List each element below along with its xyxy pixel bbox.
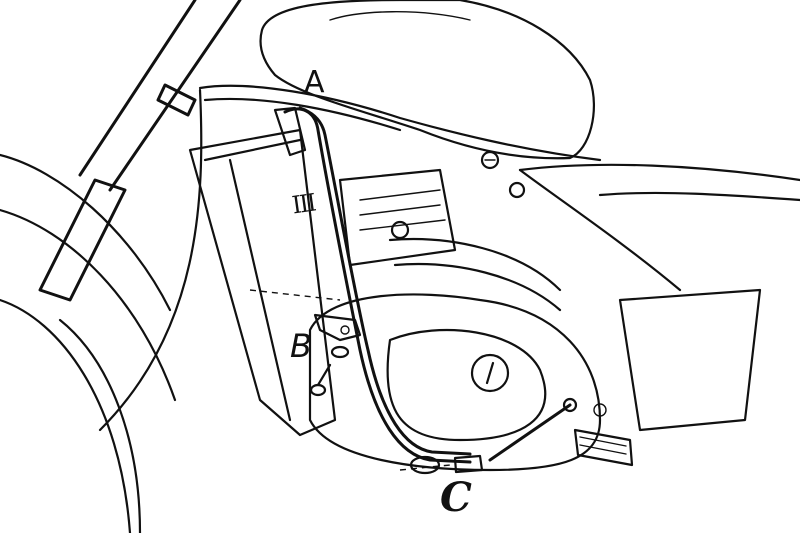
cover-marking: III [290, 188, 317, 220]
label-c: C [440, 474, 472, 521]
label-a: A [304, 65, 325, 100]
footpeg [573, 428, 634, 467]
engine-cover-circle [470, 353, 510, 393]
front-fork [108, 0, 242, 192]
front-fender [0, 153, 172, 312]
label-b: B [290, 327, 312, 365]
radiator-cover [188, 128, 337, 437]
engine-guard-bar [283, 107, 472, 464]
crankcase [308, 293, 602, 472]
side-panel [618, 288, 762, 432]
